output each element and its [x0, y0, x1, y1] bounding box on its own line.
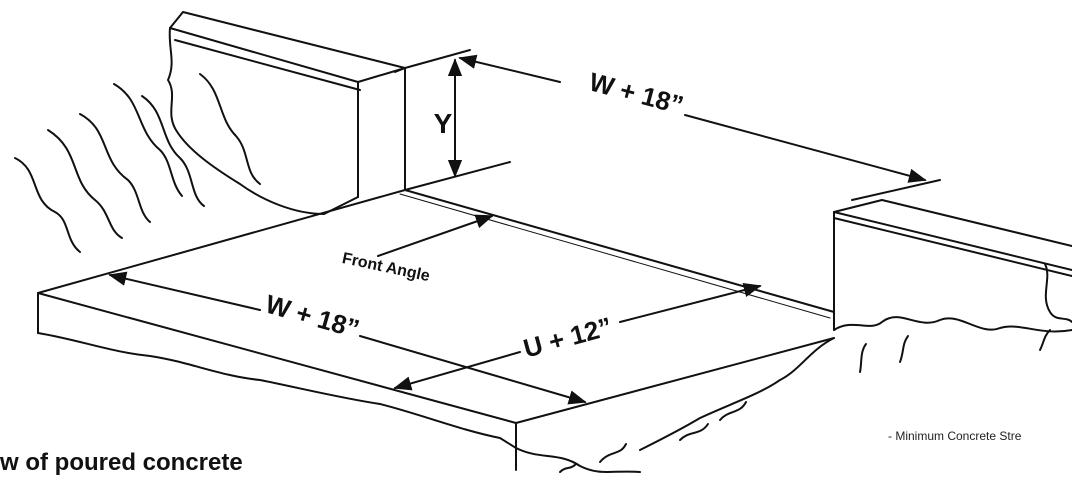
dimension-depth: [393, 283, 762, 391]
front-angle-pointer: [377, 214, 494, 257]
height-label: Y: [434, 108, 453, 139]
front-width-label: W + 18”: [262, 289, 363, 344]
concrete-slab: [37, 189, 835, 473]
dimension-y: [404, 49, 511, 191]
dimension-front-width: [108, 271, 587, 405]
dimension-top-width: [458, 54, 941, 201]
caption-text: w of poured concrete: [0, 449, 243, 476]
ground-scribbles: [559, 329, 1051, 473]
earth-lines-left: [14, 73, 261, 253]
depth-label: U + 12”: [520, 311, 615, 363]
top-width-label: W + 18”: [586, 66, 687, 120]
note-text: - Minimum Concrete Stre: [888, 429, 1022, 443]
right-wall: [833, 199, 1072, 333]
front-angle-label: Front Angle: [341, 250, 432, 285]
left-wall: [167, 11, 406, 215]
